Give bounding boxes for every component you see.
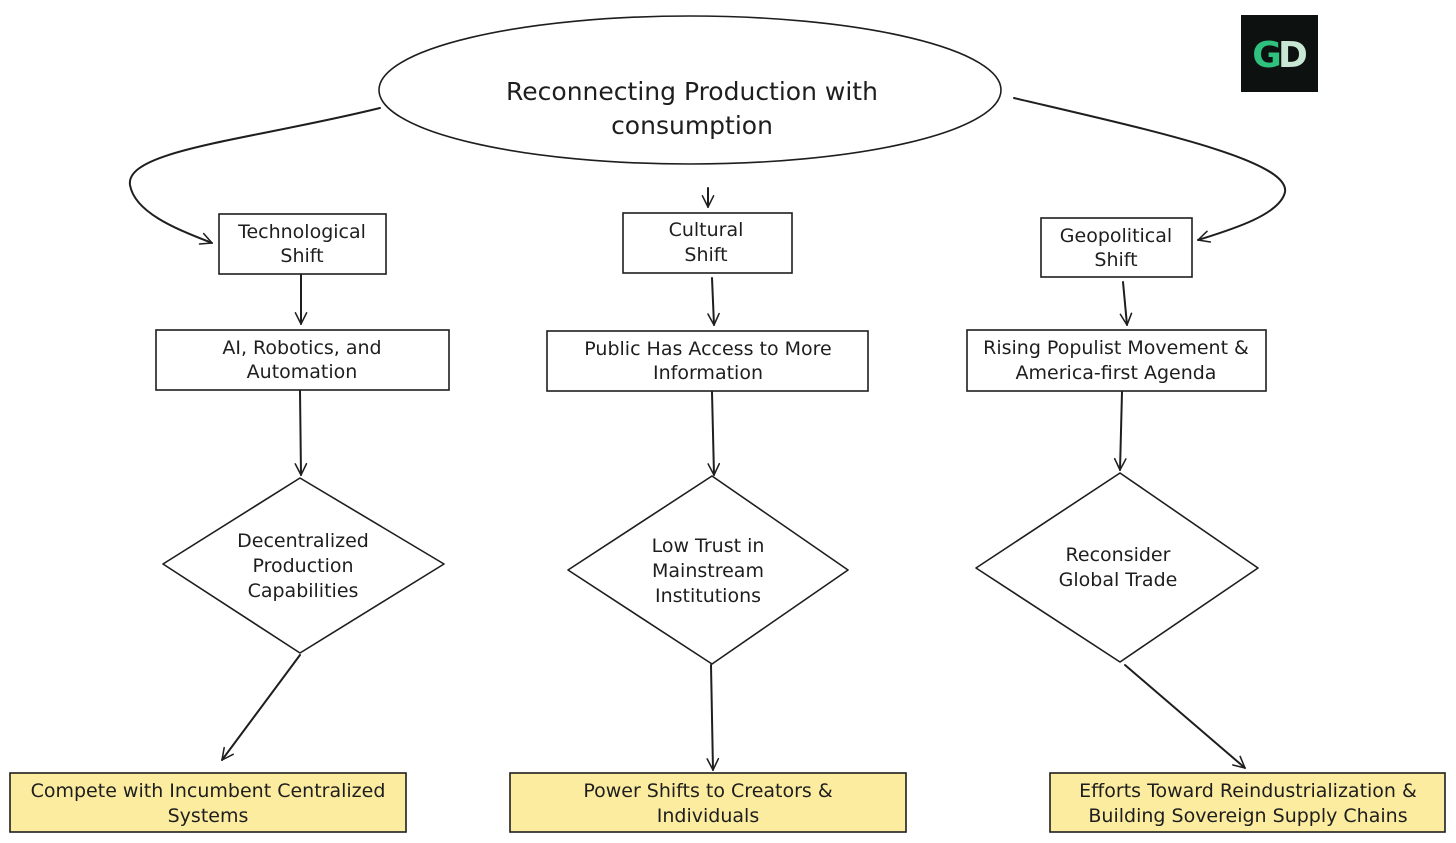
public-information-label-1: Public Has Access to More (584, 338, 831, 360)
column-cultural: Cultural Shift Public Has Access to More… (509, 212, 907, 833)
column-technological: Technological Shift AI, Robotics, and Au… (9, 213, 450, 833)
geopolitical-shift-box (1040, 217, 1193, 278)
reconsider-trade-label-2: Global Trade (1059, 569, 1178, 591)
arrow-geo-shift-to-driver (1119, 281, 1133, 326)
logo-letter-d: D (1278, 35, 1308, 76)
title-node: Reconnecting Production with consumption (378, 15, 1002, 165)
low-trust-label-3: Institutions (655, 585, 761, 607)
power-shifts-label-1: Power Shifts to Creators & (583, 780, 833, 802)
compete-incumbent-box (9, 772, 407, 833)
arrow-geo-driver-to-effect (1113, 391, 1127, 471)
ai-robotics-label-2: Automation (247, 361, 358, 383)
compete-incumbent-label-1: Compete with Incumbent Centralized (31, 780, 386, 802)
decentralized-production-diamond (162, 477, 445, 654)
public-information-label-2: Information (653, 362, 763, 384)
geopolitical-shift-label-2: Shift (1094, 249, 1137, 271)
arrow-tech-driver-to-effect (294, 390, 308, 476)
arrow-cultural-shift-to-driver (707, 277, 720, 326)
arrow-geo-effect-to-outcome (1124, 664, 1246, 769)
logo: G D (1241, 15, 1318, 92)
logo-background (1241, 15, 1318, 92)
decentralized-production-label-3: Capabilities (248, 580, 359, 602)
low-trust-diamond (567, 475, 849, 665)
cultural-shift-label-1: Cultural (669, 219, 744, 241)
logo-letter-g: G (1252, 35, 1282, 76)
low-trust-label-2: Mainstream (652, 560, 764, 582)
compete-incumbent-label-2: Systems (168, 805, 249, 827)
connectors (128, 97, 1287, 771)
populist-movement-box (966, 329, 1267, 392)
ai-robotics-label-1: AI, Robotics, and (222, 337, 381, 359)
power-shifts-label-2: Individuals (657, 805, 759, 827)
title-line-2: consumption (611, 111, 773, 140)
reconsider-trade-diamond (975, 472, 1259, 663)
power-shifts-box (509, 772, 907, 833)
decentralized-production-label-1: Decentralized (237, 530, 369, 552)
arrow-title-to-tech-shift (128, 107, 381, 245)
arrow-cultural-driver-to-effect (707, 391, 721, 476)
cultural-shift-label-2: Shift (684, 244, 727, 266)
arrow-title-to-geo-shift (1013, 97, 1287, 243)
technological-shift-box (218, 213, 387, 275)
title-ellipse (378, 15, 1002, 165)
reindustrialization-box (1049, 772, 1446, 833)
reindustrialization-label-1: Efforts Toward Reindustrialization & (1079, 780, 1417, 802)
low-trust-label-1: Low Trust in (652, 535, 765, 557)
populist-movement-label-1: Rising Populist Movement & (983, 337, 1249, 359)
technological-shift-label-2: Shift (280, 245, 323, 267)
technological-shift-label-1: Technological (237, 221, 366, 243)
populist-movement-label-2: America-first Agenda (1016, 362, 1217, 384)
cultural-shift-box (622, 212, 793, 274)
arrow-cultural-effect-to-outcome (706, 664, 720, 771)
reindustrialization-label-2: Building Sovereign Supply Chains (1088, 805, 1407, 827)
column-geopolitical: Geopolitical Shift Rising Populist Movem… (966, 217, 1446, 833)
reconsider-trade-label-1: Reconsider (1066, 544, 1171, 566)
arrow-tech-effect-to-outcome (221, 654, 301, 761)
ai-robotics-box (155, 329, 450, 391)
title-line-1: Reconnecting Production with (506, 77, 878, 106)
decentralized-production-label-2: Production (252, 555, 353, 577)
geopolitical-shift-label-1: Geopolitical (1060, 225, 1172, 247)
public-information-box (546, 330, 869, 392)
